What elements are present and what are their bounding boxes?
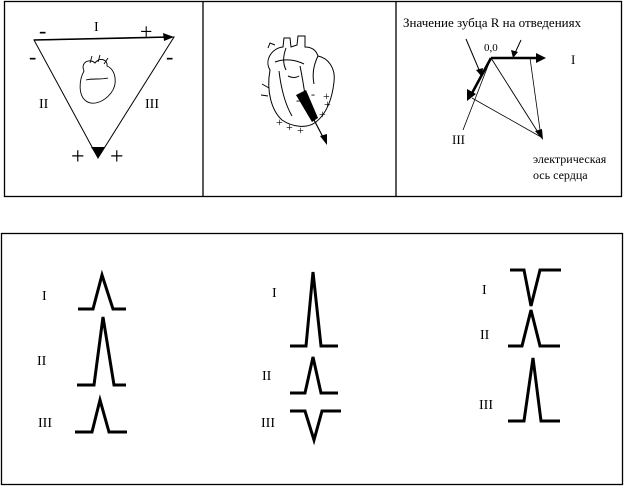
heart-axis-arrowhead [320,134,327,145]
heart-sign-3: + [324,97,331,111]
sign-right: - [166,44,173,69]
lead-i-label: I [94,20,99,35]
heart-sign-8: + [319,107,326,121]
ecg-col1-lead-ii: II [37,354,47,369]
lead-iii-axis-line [462,57,492,131]
ecg-column-2: I II III [261,271,341,446]
caption-pointer-left-head [476,68,483,77]
construction-lead-i: I [571,52,575,67]
sign-bottom-right: + [110,144,124,170]
sign-left: - [29,44,36,69]
einthoven-triangle: I II III - + - - + + [29,18,175,170]
bottom-arrowhead [91,147,105,158]
lead-ii-label: II [39,97,49,112]
ecg-col3-trace-ii [508,309,560,348]
ecg-column-3: I II III [479,268,561,423]
lead-iii-label: III [145,97,159,112]
ecg-col3-lead-iii: III [479,398,493,413]
ecg-col1-lead-iii: III [38,416,52,431]
lead-iii-vector [469,57,493,96]
electrical-axis-arrowhead [535,129,543,140]
ecg-col3-trace-iii [508,357,560,423]
top-panel-frame [3,0,623,198]
caption-pointer-right [514,39,522,54]
caption-pointer-left [465,38,481,73]
ecg-col2-trace-iii [290,409,341,446]
axis-label-line2: ось сердца [533,168,588,182]
heart-sign-1: - [296,93,300,107]
ecg-col3-trace-i [510,268,561,307]
ecg-col1-trace-ii [77,316,126,387]
axis-construction: Значение зубца R на отведениях 0,0 I III… [403,15,607,182]
sign-top-right: + [140,19,152,44]
caption-pointer-right-head [511,50,518,58]
heart-sign-6: + [286,120,293,134]
ecg-col2-lead-ii: II [262,369,272,384]
heart-sign-2: - [311,87,315,101]
ecg-col3-lead-ii: II [480,328,490,343]
heart-sign-7: + [297,123,304,137]
sign-bottom-left: + [71,144,85,170]
ecg-col1-trace-i [78,269,126,311]
heart-sign-4: + [323,89,330,103]
sign-top-left: - [39,18,46,43]
lead-i-arrowhead [163,33,174,41]
ecg-col1-lead-i: I [42,289,47,304]
electrical-axis-line [490,57,542,138]
axis-label-line1: электрическая [533,152,607,166]
perpendicular-i [529,57,542,138]
ecg-col2-trace-i [290,271,338,348]
r-wave-caption: Значение зубца R на отведениях [403,15,582,30]
bottom-panel-frame [0,232,624,486]
ecg-col2-lead-iii: III [261,416,275,431]
heart-sign-5: + [276,115,283,129]
lead-i-vector-arrowhead [536,53,546,63]
heart-icon [79,54,116,104]
depolarization-band [296,90,318,122]
ecg-col1-trace-iii [75,394,127,434]
ecg-col3-lead-i: I [482,283,487,298]
ecg-col2-lead-i: I [272,286,277,301]
perpendicular-iii [471,97,542,138]
ecg-col2-trace-ii [290,356,338,395]
construction-lead-iii: III [452,132,465,147]
origin-label: 0,0 [484,42,498,54]
lead-i-arrow [33,36,171,41]
heart-diagram: - - + + + + + + [260,35,335,145]
ecg-column-1: I II III [37,269,127,434]
lead-iii-vector-arrowhead [467,89,476,101]
